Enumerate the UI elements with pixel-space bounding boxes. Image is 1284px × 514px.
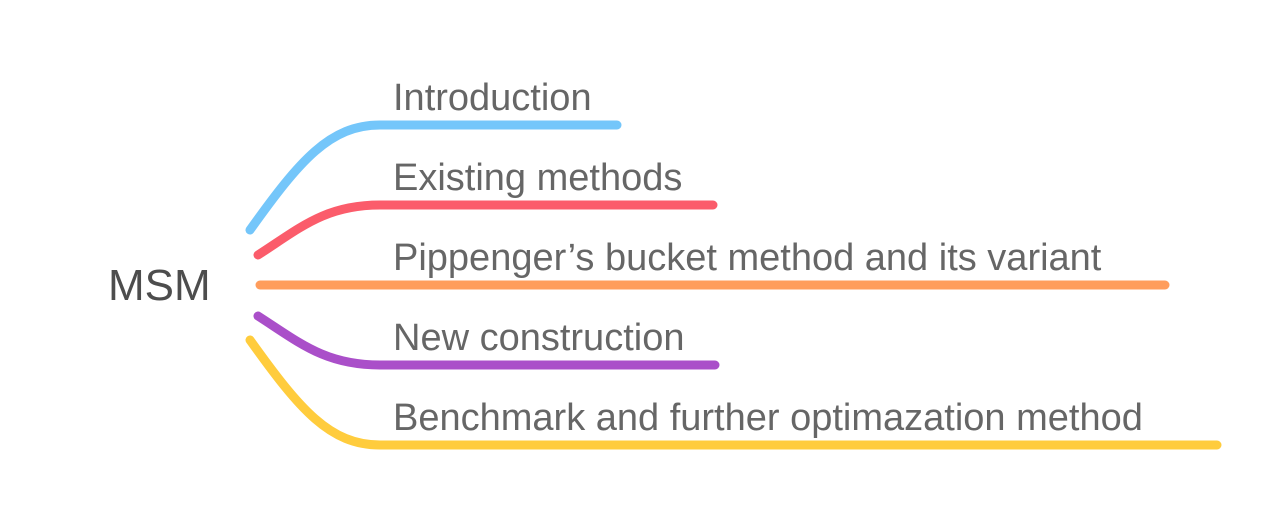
branch-connector-introduction <box>245 120 622 235</box>
branch-label-existing-methods: Existing methods <box>393 157 683 199</box>
branch-connector-benchmark <box>245 335 1222 450</box>
branch-label-new-construction: New construction <box>393 317 685 359</box>
branch-connector-new-construction <box>253 311 720 370</box>
branch-connector-existing-methods <box>253 200 718 260</box>
branch-label-introduction: Introduction <box>393 77 592 119</box>
root-node-label: MSM <box>108 261 211 310</box>
branch-label-pippenger: Pippenger’s bucket method and its varian… <box>393 237 1102 279</box>
branch-label-benchmark: Benchmark and further optimazation metho… <box>393 397 1143 439</box>
